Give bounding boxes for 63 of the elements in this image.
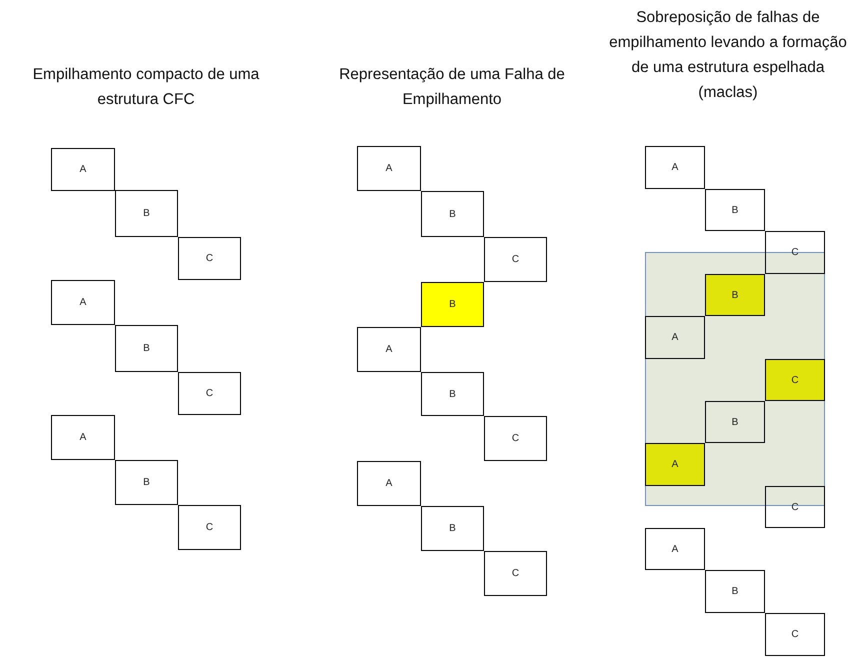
- layer-box: [357, 461, 421, 506]
- layer-letter: A: [386, 478, 392, 489]
- layer-letter: B: [449, 208, 456, 220]
- layer-box: [765, 231, 825, 274]
- layer-letter: B: [732, 290, 738, 300]
- layer-box: [705, 189, 765, 231]
- layer-box: [484, 551, 547, 596]
- layer-box: [51, 148, 115, 191]
- layer-box: [705, 401, 765, 443]
- layer-box: [115, 190, 178, 237]
- layer-letter: C: [206, 522, 214, 533]
- layer-letter: B: [143, 477, 150, 488]
- layer-letter: A: [386, 344, 392, 355]
- layer-box: [357, 146, 421, 191]
- layer-box: [645, 528, 705, 570]
- layer-letter: A: [672, 162, 678, 173]
- layer-letter: C: [791, 374, 799, 386]
- layer-letter: A: [386, 163, 392, 174]
- layer-box: [484, 416, 547, 461]
- layer-box: [645, 443, 705, 486]
- layer-box: [765, 613, 825, 656]
- layer-letter: A: [80, 297, 86, 308]
- layer-letter: C: [512, 568, 520, 579]
- layer-box: [51, 415, 115, 460]
- layer-letter: B: [732, 204, 738, 216]
- layer-letter: A: [672, 332, 678, 343]
- layer-box: [484, 237, 547, 282]
- layer-letter: B: [449, 299, 456, 310]
- layer-box: [421, 191, 484, 237]
- layer-box: [115, 325, 178, 372]
- layer-box: [178, 372, 241, 415]
- layer-letter: B: [143, 343, 150, 354]
- layer-letter: B: [449, 388, 456, 400]
- layer-box: [51, 280, 115, 325]
- layer-box: [645, 146, 705, 189]
- layer-letter: A: [80, 432, 86, 443]
- column-heading: Representação de uma Falha de Empilhamento: [338, 65, 566, 110]
- layer-box: [421, 506, 484, 551]
- layer-box: [765, 486, 825, 528]
- layer-box: [705, 570, 765, 613]
- layer-box: [178, 505, 241, 550]
- layer-box: [645, 316, 705, 359]
- layer-box: [705, 274, 765, 316]
- layer-letter: B: [449, 523, 456, 534]
- layer-letter: A: [80, 164, 86, 175]
- layer-box: [765, 359, 825, 401]
- layer-letter: C: [512, 433, 520, 444]
- layer-letter: C: [791, 629, 799, 640]
- layer-letter: B: [143, 208, 150, 219]
- layer-box: [115, 460, 178, 505]
- column-heading: Sobreposição de falhas de empilhamento levando a formação de uma estrutura espelhada (maclas): [608, 8, 848, 103]
- layer-letter: B: [732, 586, 738, 597]
- layer-letter: C: [206, 253, 214, 264]
- layer-box: [178, 237, 241, 280]
- column-heading: Empilhamento compacto de uma estrutura CFC: [32, 65, 260, 110]
- layer-box: [357, 327, 421, 372]
- layer-box: [421, 282, 484, 327]
- layer-letter: C: [206, 388, 214, 399]
- layer-box: [421, 372, 484, 416]
- layer-letter: B: [732, 416, 738, 428]
- layer-letter: C: [512, 254, 520, 265]
- layer-letter: A: [672, 459, 678, 470]
- layer-letter: A: [672, 544, 678, 554]
